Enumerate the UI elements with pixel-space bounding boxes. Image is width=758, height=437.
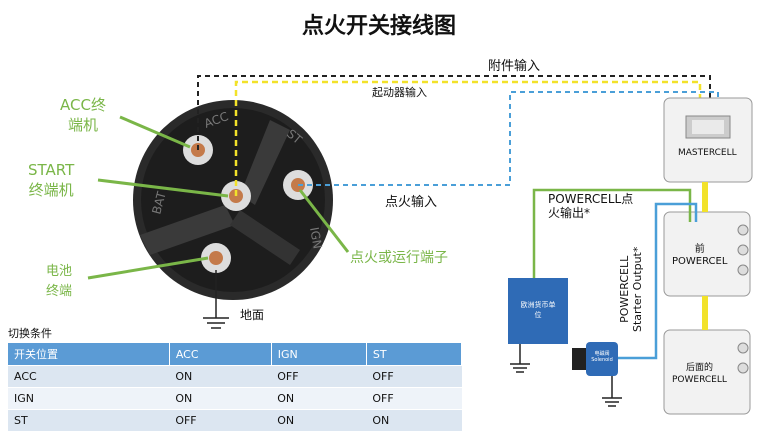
ecu-box bbox=[508, 278, 568, 344]
solenoid bbox=[572, 342, 622, 407]
table-cell: ON bbox=[169, 387, 272, 410]
ground-symbol bbox=[203, 270, 229, 329]
label-rear-powercell: 后面的 POWERCELL bbox=[672, 363, 727, 385]
wire-starter bbox=[234, 80, 702, 196]
label-ground: 地面 bbox=[240, 308, 265, 322]
diagram-title: 点火开关接线图 bbox=[301, 14, 456, 39]
ring-label-ign: IGN bbox=[307, 226, 325, 250]
leader-acc bbox=[119, 115, 191, 149]
label-ignition-run-terminal: 点火或运行端子 bbox=[350, 250, 448, 266]
label-powercell-ignition-output: POWERCELL点 火输出* bbox=[548, 192, 634, 220]
leader-start bbox=[97, 178, 229, 198]
table-header: IGN bbox=[271, 343, 367, 366]
label-ignition-input: 点火输入 bbox=[385, 195, 438, 210]
table-row: ACC ON OFF OFF bbox=[8, 365, 462, 388]
table-cell: ON bbox=[169, 365, 272, 388]
wire-accessory bbox=[197, 75, 711, 150]
table-cell: OFF bbox=[366, 387, 462, 410]
table-header: 开关位置 bbox=[8, 343, 170, 366]
rear-powercell-module bbox=[663, 329, 751, 415]
table-cell: OFF bbox=[366, 365, 462, 388]
table-header: ACC bbox=[169, 343, 272, 366]
table-cell: IGN bbox=[8, 387, 170, 410]
mastercell-module bbox=[663, 97, 753, 183]
label-mastercell: MASTERCELL bbox=[678, 148, 737, 158]
leader-ign bbox=[298, 189, 350, 253]
table-row: IGN ON ON OFF bbox=[8, 387, 462, 410]
terminal-bat bbox=[201, 243, 231, 273]
label-battery-terminal: 电池 终端 bbox=[46, 264, 73, 299]
table-row: ST OFF ON ON bbox=[8, 409, 462, 431]
table-cell: ACC bbox=[8, 365, 170, 388]
table-cell: OFF bbox=[271, 365, 367, 388]
link-front-rear bbox=[702, 296, 708, 330]
label-powercell-starter-output: POWERCELL Starter Output* bbox=[618, 246, 644, 332]
table-cell: ON bbox=[366, 409, 462, 431]
label-solenoid: 电磁阀 Solenoid bbox=[591, 351, 613, 363]
table-header-row: 开关位置 ACC IGN ST bbox=[8, 343, 463, 366]
label-front-powercell: 前 POWERCEL bbox=[672, 244, 728, 267]
link-master-front bbox=[702, 182, 708, 212]
label-ecu: 欧洲货币单 位 bbox=[520, 301, 556, 319]
ecu-ground bbox=[510, 344, 530, 373]
table-header: ST bbox=[366, 343, 463, 366]
label-start-terminal: START 终端机 bbox=[28, 161, 75, 199]
table-caption: 切换条件 bbox=[8, 327, 52, 340]
table-cell: OFF bbox=[169, 409, 272, 431]
label-acc-terminal: ACC终 端机 bbox=[60, 96, 106, 134]
wire-powercell-starter-output bbox=[618, 202, 698, 360]
label-accessory-input: 附件输入 bbox=[488, 59, 541, 74]
switch-conditions-table: 开关位置 ACC IGN ST ACC ON OFF OFF IGN ON ON… bbox=[8, 343, 463, 431]
wire-powercell-ignition-output bbox=[532, 188, 692, 278]
table-cell: ST bbox=[8, 409, 170, 431]
wire-ignition bbox=[298, 91, 719, 186]
label-starter-input: 起动器输入 bbox=[372, 86, 427, 99]
table-cell: ON bbox=[271, 387, 367, 410]
ring-label-bat: BAT bbox=[149, 189, 169, 215]
front-powercell-module bbox=[663, 211, 751, 297]
table-cell: ON bbox=[271, 409, 367, 431]
leader-bat bbox=[87, 256, 209, 280]
